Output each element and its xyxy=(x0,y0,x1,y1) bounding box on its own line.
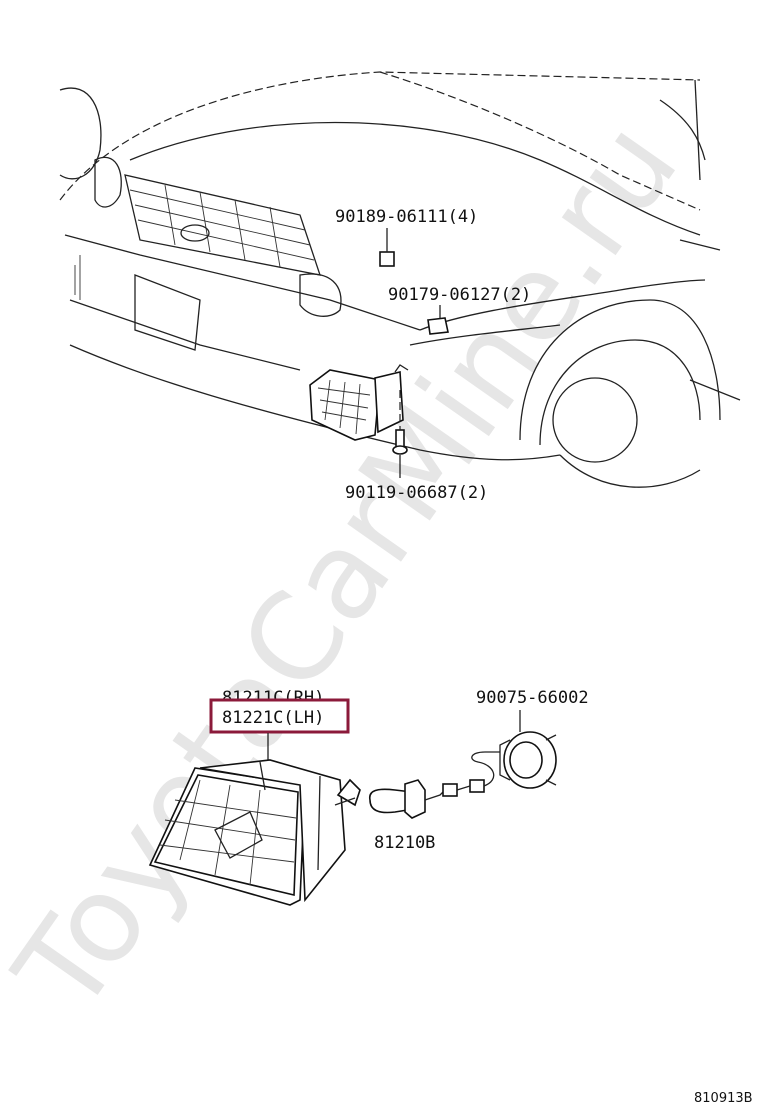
car-front-illustration xyxy=(59,71,741,488)
highlight-box xyxy=(209,698,350,734)
label-socket-90075: 90075-66002 xyxy=(476,688,589,708)
label-lamp-lh: 81221C(LH) xyxy=(222,708,324,728)
label-bolt-90119: 90119-06687(2) xyxy=(345,483,488,503)
bolt-90119-icon xyxy=(392,390,408,478)
diagram-code: 810913B xyxy=(694,1091,753,1106)
label-bolt-90189: 90189-06111(4) xyxy=(335,207,478,227)
watermark: ToyotaCarMine.ru xyxy=(0,98,705,1037)
label-bulb-81210b: 81210B xyxy=(374,833,435,853)
fog-lamp-installed xyxy=(309,364,409,441)
socket-90075-icon xyxy=(499,710,557,789)
bolt-90189-icon xyxy=(379,228,395,267)
clip-90179-icon xyxy=(427,305,449,335)
fog-lamp-assembly xyxy=(148,759,361,906)
wire-harness xyxy=(442,751,500,797)
bulb-81210b-icon xyxy=(369,779,446,819)
label-clip-90179: 90179-06127(2) xyxy=(388,285,531,305)
